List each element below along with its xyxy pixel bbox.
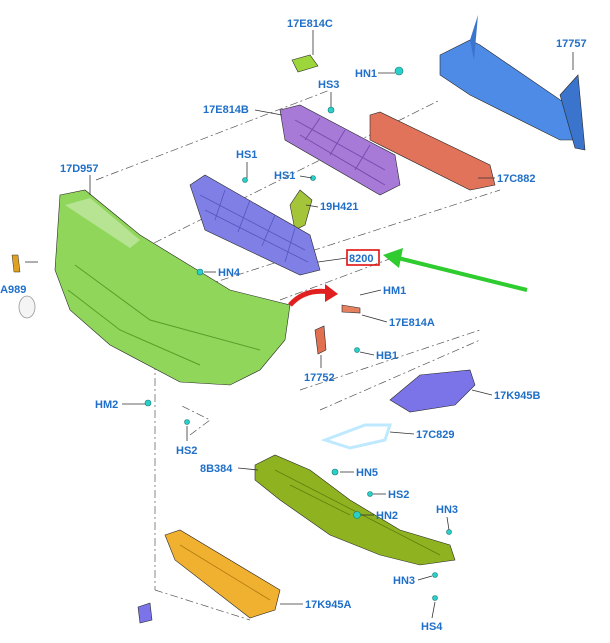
label-17E814C: 17E814C [287,18,333,30]
highlight-box [346,249,380,266]
bumper-cover-part [54,189,291,386]
label-8B384: 8B384 [200,463,233,475]
bracket-17E814C-part [291,54,319,73]
bracket-19H421-part [289,189,313,231]
bumper-reinforcement-part [439,15,586,151]
label-HS4: HS4 [421,621,443,633]
deflector-part [164,529,281,619]
label-HS3: HS3 [318,79,339,91]
label-HB1: HB1 [376,350,398,362]
label-17E814A: 17E814A [389,317,435,329]
upper-grille-part [279,104,401,196]
label-HN1: HN1 [355,68,377,80]
label-HN3-upper: HN3 [436,504,458,516]
fog-lamp-part [11,254,36,319]
label-17K945B: 17K945B [494,390,541,402]
part-17752 [314,325,327,355]
label-17E814B: 17E814B [203,104,249,116]
label-17C882: 17C882 [497,173,536,185]
main-grille-part [189,174,321,276]
label-17C829: 17C829 [416,429,455,441]
leader-lines [25,30,574,619]
label-HN5: HN5 [356,467,378,479]
lower-bracket-part [254,454,456,566]
bezel-17C829 [320,423,393,450]
label-17K945A: 17K945A [305,599,352,611]
fasteners [144,66,452,601]
label-HS2-left: HS2 [176,445,197,457]
part-17K945B [389,369,476,413]
label-17752: 17752 [304,372,335,384]
label-7A989: 7A989 [0,284,26,296]
label-HM1: HM1 [383,285,406,297]
part-17E814A [341,304,361,314]
label-HS1-lower: HS1 [274,170,295,182]
red-arrow [288,284,338,307]
green-arrow [383,248,528,292]
label-HN4: HN4 [218,267,241,279]
part-labels: 17E814C 17757 HN1 HS3 17E814B HS1 HS1 17… [0,18,587,633]
label-HS2-right: HS2 [388,489,409,501]
energy-absorber-part [369,111,496,191]
bottom-clip [137,602,153,624]
label-HM2: HM2 [95,399,118,411]
label-19H421: 19H421 [320,201,359,213]
label-17757: 17757 [556,38,587,50]
label-HS1-upper: HS1 [236,149,257,161]
label-HN3-lower: HN3 [393,575,415,587]
label-17D957: 17D957 [60,163,99,175]
label-HN2: HN2 [376,510,398,522]
label-8200: 8200 [349,253,373,265]
